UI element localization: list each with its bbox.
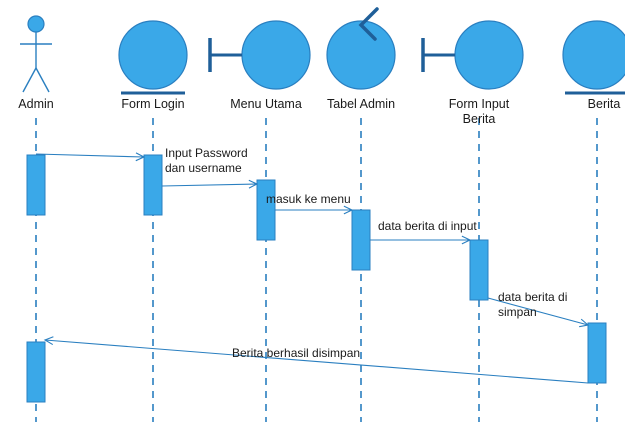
activation-bar [256, 179, 276, 241]
activation-bar [26, 154, 46, 216]
message-arrow-1 [35, 153, 145, 158]
participant-label-line: Menu Utama [230, 97, 302, 111]
arrowhead-icon [343, 205, 354, 215]
participant-label-line: Form Input [449, 97, 510, 111]
participant-label-line: Berita [588, 97, 621, 111]
message-label-5-line: simpan [498, 305, 537, 319]
arrowhead-icon [579, 318, 590, 328]
message-label-4-line: data berita di input [378, 219, 477, 233]
message-label-5-line: data berita di [498, 290, 567, 304]
message-arrow-5 [487, 297, 589, 326]
arrowhead-icon [43, 336, 54, 346]
arrowhead-icon [461, 235, 472, 245]
participant-form-login [118, 20, 188, 422]
message-label-3-line: masuk ke menu [266, 192, 351, 206]
message-label-4: data berita di input [378, 219, 477, 233]
participant-label: Tabel Admin [327, 97, 395, 111]
message-label-2-line: Input Password [165, 146, 248, 160]
boundary-icon [454, 20, 524, 90]
participant-label: Form Login [121, 97, 184, 111]
participant-label-line: Tabel Admin [327, 97, 395, 111]
actor-leg-left [22, 67, 37, 93]
arrowhead-icon [248, 179, 259, 189]
participant-label: Admin [18, 97, 53, 111]
message-arrow-2 [161, 183, 258, 187]
activation-bar [351, 209, 371, 271]
participant-tabel-admin [326, 7, 396, 422]
message-label-6: Berita berhasil disimpan [232, 346, 360, 360]
control-icon [326, 20, 396, 90]
participant-label-line: Berita [463, 112, 496, 126]
message-label-3: masuk ke menu [266, 192, 351, 206]
participant-label-line: Admin [18, 97, 53, 111]
activation-bar [587, 322, 607, 384]
message-arrow-6 [44, 339, 589, 384]
participant-menu-utama [208, 20, 311, 422]
message-label-2-line: dan username [165, 161, 242, 175]
arrowhead-icon [135, 152, 146, 162]
entity-icon [118, 20, 188, 90]
participant-label: Menu Utama [230, 97, 302, 111]
actor-head-icon [27, 15, 45, 33]
activation-bar [469, 239, 489, 301]
participant-form-input-berita [421, 20, 524, 422]
entity-icon [562, 20, 625, 90]
activation-bar [143, 154, 163, 216]
participant-label: Berita [588, 97, 621, 111]
boundary-icon [241, 20, 311, 90]
participant-label-line: Form Login [121, 97, 184, 111]
control-arrow-icon [358, 7, 379, 41]
message-label-6-line: Berita berhasil disimpan [232, 346, 360, 360]
actor-leg-right [35, 67, 50, 93]
activation-bar [26, 341, 46, 403]
